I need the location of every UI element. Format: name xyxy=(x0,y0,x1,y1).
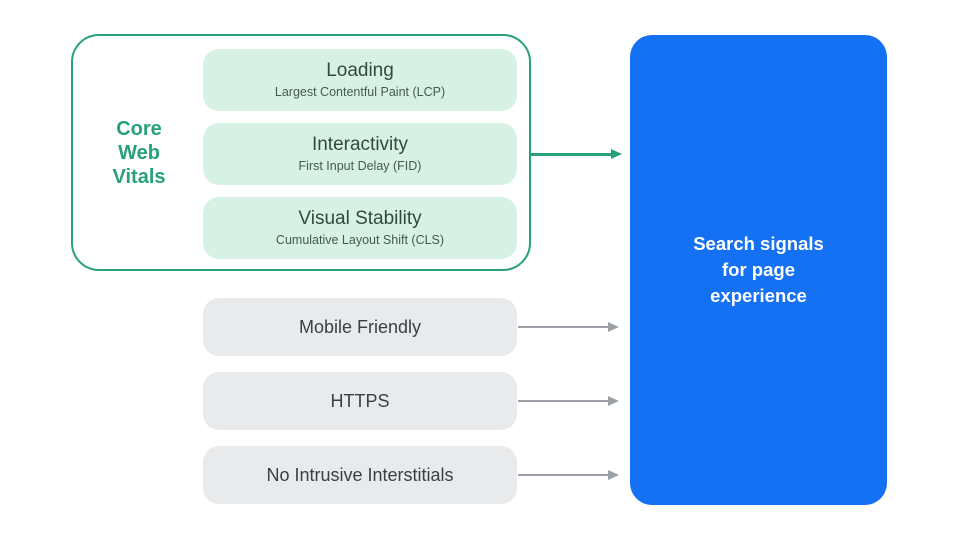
search-signals-title-line: Search signals xyxy=(693,233,824,254)
signal-card-mobile-friendly: Mobile Friendly xyxy=(203,298,517,356)
arrow-core-web-vitals xyxy=(531,153,611,156)
signal-label: Mobile Friendly xyxy=(298,316,422,337)
search-signals-title-line: for page xyxy=(722,259,795,280)
arrow-no-intrusive-interstitials xyxy=(518,474,608,476)
core-web-vitals-label-line: Core xyxy=(116,118,162,140)
signal-card-no-intrusive-interstitials: No Intrusive Interstitials xyxy=(203,446,517,504)
search-signals-title-line: experience xyxy=(710,285,807,306)
search-signals-title: Search signals for page experience xyxy=(693,231,824,309)
metric-title: Visual Stability xyxy=(298,208,422,229)
metric-card-loading: Loading Largest Contentful Paint (LCP) xyxy=(203,49,517,111)
arrow-https xyxy=(518,400,608,402)
metric-card-visual-stability: Visual Stability Cumulative Layout Shift… xyxy=(203,197,517,259)
core-web-vitals-group-outline xyxy=(71,34,531,271)
search-signals-panel: Search signals for page experience xyxy=(630,35,887,505)
core-web-vitals-label-line: Vitals xyxy=(112,166,166,188)
metric-card-interactivity: Interactivity First Input Delay (FID) xyxy=(203,123,517,185)
signal-card-https: HTTPS xyxy=(203,372,517,430)
core-web-vitals-label-line: Web xyxy=(118,142,160,164)
signal-label: HTTPS xyxy=(330,390,390,411)
signal-label: No Intrusive Interstitials xyxy=(266,464,454,485)
metric-title: Loading xyxy=(326,60,394,81)
arrow-mobile-friendly xyxy=(518,326,608,328)
metric-subtitle: Largest Contentful Paint (LCP) xyxy=(274,85,446,99)
core-web-vitals-label: Core Web Vitals xyxy=(82,117,196,189)
metric-subtitle: First Input Delay (FID) xyxy=(298,159,422,173)
metric-subtitle: Cumulative Layout Shift (CLS) xyxy=(275,233,445,247)
metric-title: Interactivity xyxy=(311,134,409,155)
